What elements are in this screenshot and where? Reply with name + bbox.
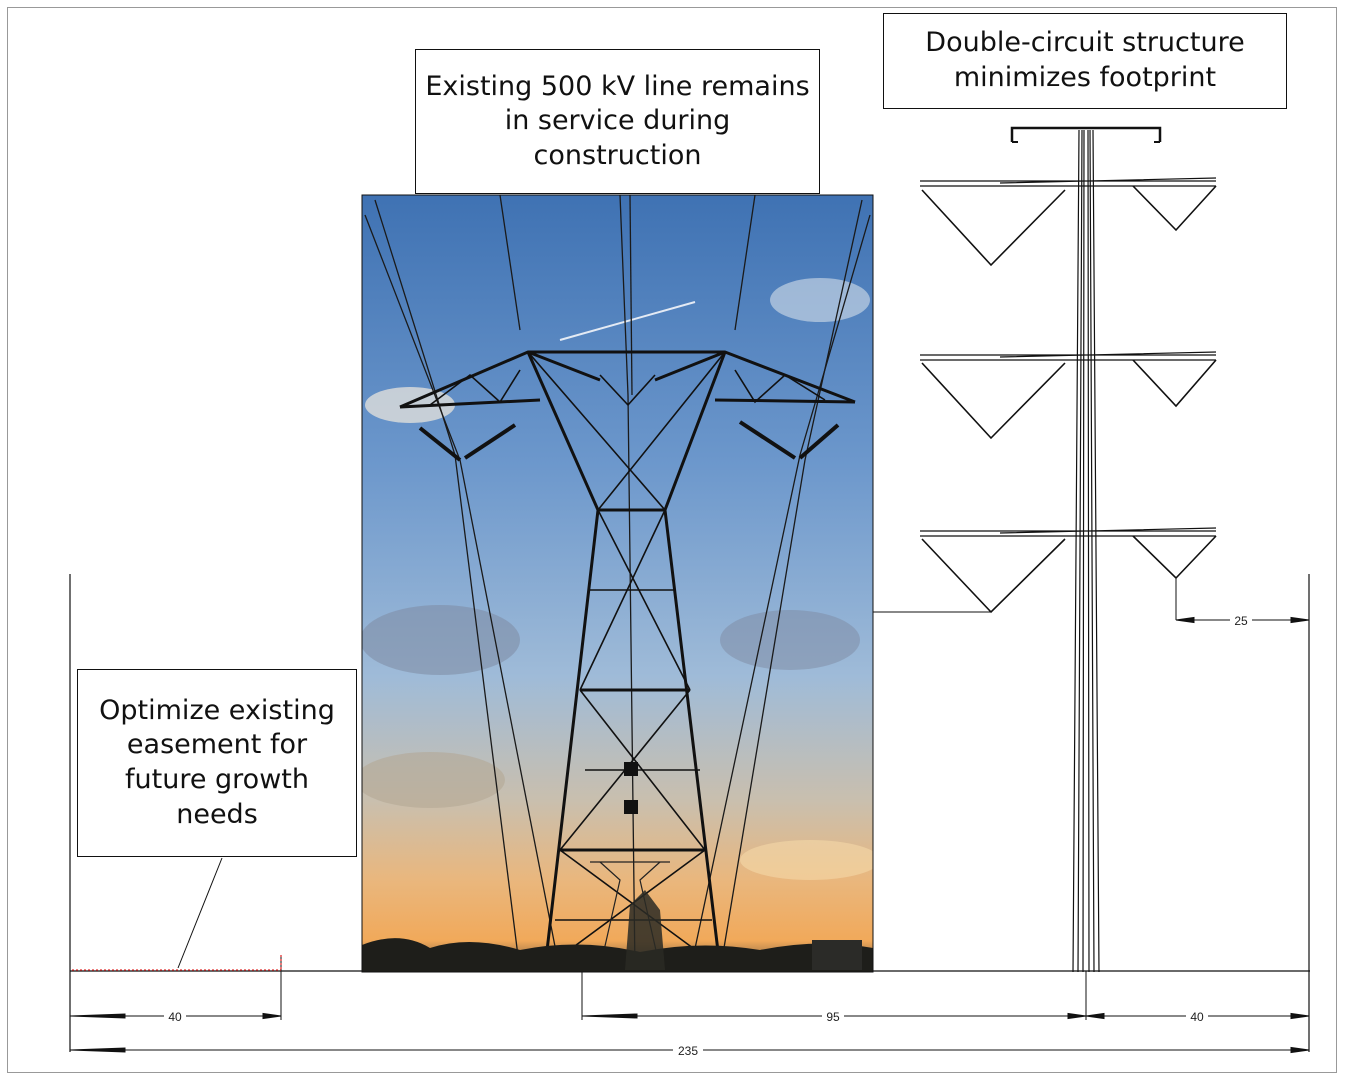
callout-existing-line: Existing 500 kV line remains in service … [415,49,820,194]
callout-easement-text: Optimize existing easement for future gr… [99,694,335,830]
existing-tower-photo [362,195,873,972]
dim-label-right-easement: 40 [1190,1010,1204,1024]
callout-double-circuit: Double-circuit structure minimizes footp… [883,13,1287,109]
callout-easement: Optimize existing easement for future gr… [77,669,357,857]
photo-border [361,194,874,973]
dim-label-clearance: 25 [1234,614,1248,628]
easement-leader [177,857,223,969]
dim-label-existing-to-new: 95 [826,1010,840,1024]
dim-label-left-easement: 40 [168,1010,182,1024]
dimension-labels: 25 40 95 40 235 [164,612,1252,1058]
double-circuit-structure [920,126,1217,973]
drawing-frame [7,7,1337,1073]
dim-label-total-row: 235 [678,1044,698,1058]
callout-double-circuit-text: Double-circuit structure minimizes footp… [925,27,1245,93]
callout-existing-line-text: Existing 500 kV line remains in service … [425,70,810,171]
